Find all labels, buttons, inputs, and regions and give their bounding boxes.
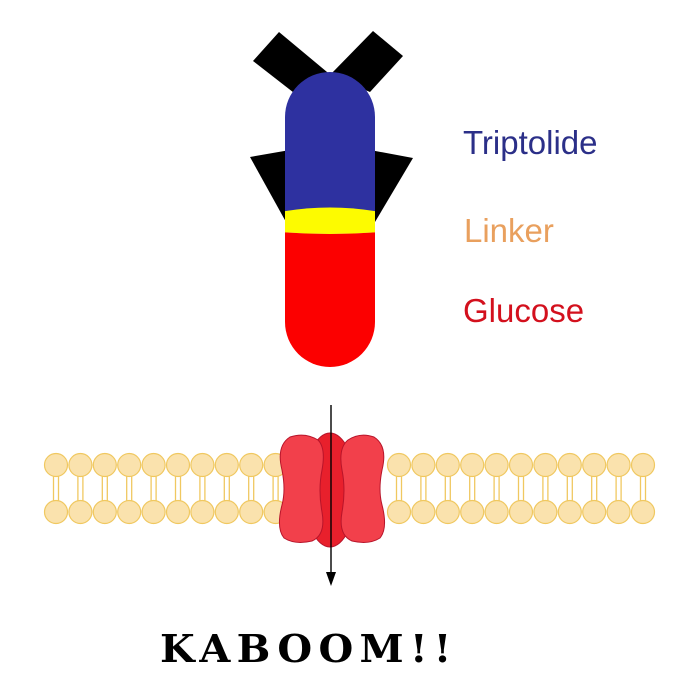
phospholipid: [460, 452, 485, 525]
phospholipid: [141, 452, 166, 525]
phospholipid: [239, 452, 264, 525]
phospholipid: [630, 452, 656, 525]
phospholipid: [190, 452, 215, 525]
phospholipid: [386, 452, 412, 525]
phospholipid: [533, 452, 558, 525]
phospholipid: [582, 452, 607, 525]
phospholipid: [68, 452, 93, 525]
transporter-left-lobe: [278, 434, 324, 543]
phospholipid: [484, 452, 509, 525]
lipid-bilayer: [43, 452, 656, 525]
phospholipid: [435, 452, 460, 525]
phospholipid: [43, 452, 69, 525]
legend-triptolide: Triptolide: [463, 124, 598, 161]
phospholipid: [411, 452, 436, 525]
phospholipid: [508, 452, 534, 525]
kaboom-caption: KABOOM!!: [160, 626, 458, 671]
linker-segment: [285, 207, 375, 234]
triptolide-segment: [285, 72, 375, 220]
phospholipid: [92, 452, 117, 525]
phospholipid: [214, 452, 239, 525]
phospholipid: [117, 452, 142, 525]
phospholipid: [557, 452, 582, 525]
glucose-segment: [285, 232, 375, 367]
legend-linker: Linker: [464, 212, 554, 249]
phospholipid: [165, 452, 191, 525]
left-side-fin: [250, 150, 290, 222]
down-arrow-icon: [326, 405, 336, 586]
legend-glucose: Glucose: [463, 292, 585, 329]
glucose-transporter: [278, 432, 386, 548]
right-side-fin: [370, 150, 413, 222]
phospholipid: [606, 452, 631, 525]
transporter-right-lobe: [340, 434, 386, 543]
molecule: [250, 31, 413, 367]
